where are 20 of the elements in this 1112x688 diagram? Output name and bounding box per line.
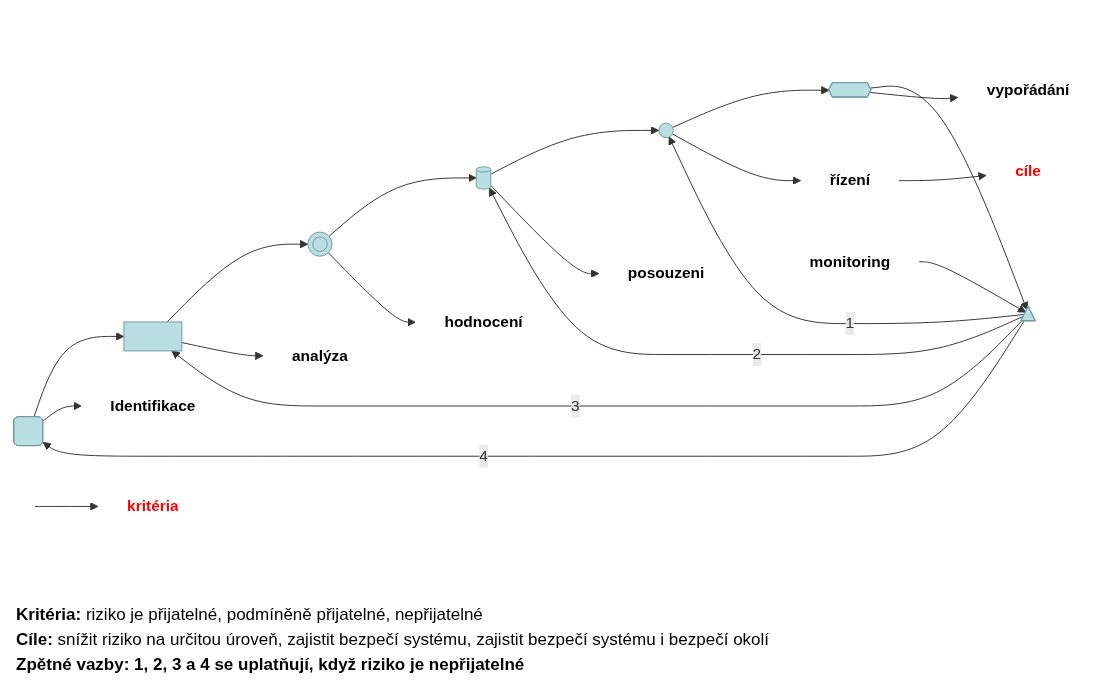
node-text: řízení xyxy=(829,171,871,189)
node-text: hodnocení xyxy=(444,313,523,330)
node-text: posouzeni xyxy=(627,264,705,282)
note-text: Cíle: snížit riziko na určitou úroveň, zajistit bezpečí systému, zajistit bezpečí systému i bezpečí okolí xyxy=(16,630,771,650)
node-text: cíle xyxy=(1015,162,1041,179)
edge-label: 2 xyxy=(752,345,762,363)
note-text: Kritéria: riziko je přijatelné, podmíněně přijatelné, nepřijatelné xyxy=(16,605,484,625)
node-text: analýza xyxy=(292,346,348,364)
edge-label: 4 xyxy=(479,447,488,464)
node-sun xyxy=(658,122,674,138)
node-text: monitoring xyxy=(809,252,891,270)
node-cylinder xyxy=(475,166,492,190)
node-box xyxy=(123,321,183,352)
node-text: kritéria xyxy=(127,497,179,515)
note-text: Zpětné vazby: 1, 2, 3 a 4 se uplatňují, když riziko je nepřijatelné xyxy=(16,655,526,675)
node-ring xyxy=(307,231,333,257)
edge-label: 3 xyxy=(570,397,580,414)
edge-label: 1 xyxy=(845,314,855,332)
node-text: vypořádání xyxy=(986,80,1070,98)
node-text: Identifikace xyxy=(110,397,196,414)
